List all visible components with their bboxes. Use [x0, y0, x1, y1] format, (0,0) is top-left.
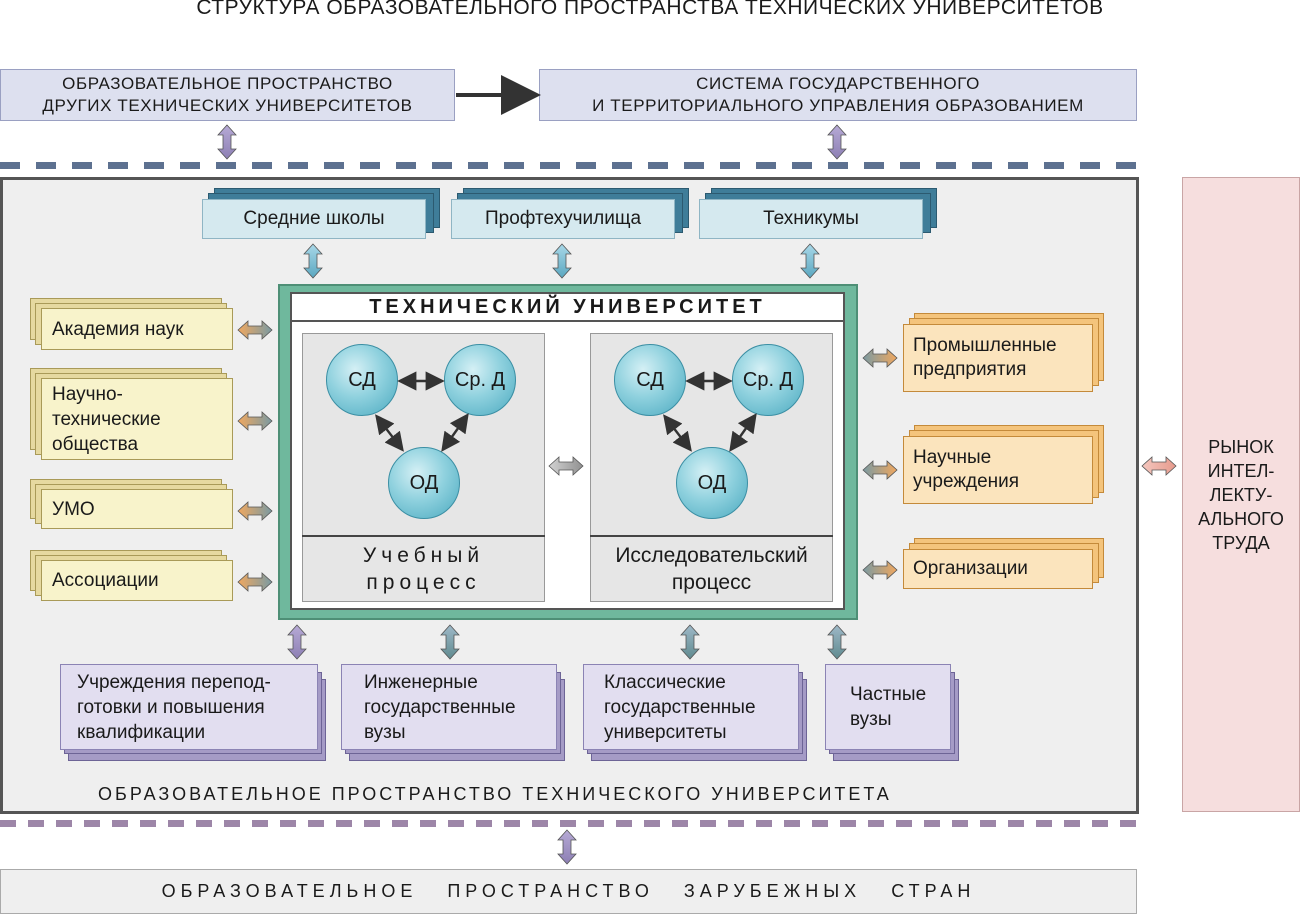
node-sd-research: СД — [614, 344, 686, 416]
box-line: ДРУГИХ ТЕХНИЧЕСКИХ УНИВЕРСИТЕТОВ — [42, 96, 413, 115]
box-line: учреждения — [913, 471, 1020, 492]
engineering-state-universities-box: Инженерные государственные вузы — [341, 664, 557, 750]
stack-technical-colleges: Техникумы — [699, 188, 939, 240]
stack-private-universities: Частные вузы — [825, 664, 963, 762]
box-line: государственные — [604, 696, 756, 718]
box-line: общества — [52, 433, 139, 455]
research-process-label: Исследовательский процесс — [590, 538, 833, 600]
stack-engineering-state-universities: Инженерные государственные вузы — [341, 664, 571, 762]
stack-scientific-societies: Научно- технические общества — [30, 368, 235, 463]
box-line: Промышленные — [913, 335, 1057, 356]
technical-university-title: ТЕХНИЧЕСКИЙ УНИВЕРСИТЕТ — [292, 294, 843, 322]
box-line: Частные — [850, 684, 927, 705]
stack-secondary-schools: Средние школы — [202, 188, 442, 240]
top-dashed-divider — [0, 162, 1145, 169]
diagram-title: СТРУКТУРА ОБРАЗОВАТЕЛЬНОГО ПРОСТРАНСТВА … — [196, 0, 1104, 19]
market-line: ИНТЕЛ- — [1207, 460, 1275, 481]
label-line: Исследовательский — [615, 544, 808, 567]
box-line: Научные — [913, 447, 992, 468]
box-line: готовки и повышения — [77, 696, 265, 718]
box-line: Организации — [913, 558, 1028, 579]
box-line: СИСТЕМА ГОСУДАРСТВЕННОГО — [696, 74, 980, 93]
box-line: Инженерные — [364, 671, 478, 693]
industrial-enterprises-box: Промышленные предприятия — [903, 324, 1093, 392]
box-line: технические — [52, 408, 161, 430]
box-line: Академия наук — [52, 318, 184, 340]
node-od-research: ОД — [676, 447, 748, 519]
box-line: вузы — [364, 721, 406, 743]
government-management-box: СИСТЕМА ГОСУДАРСТВЕННОГО И ТЕРРИТОРИАЛЬН… — [539, 69, 1137, 121]
vocational-schools-box: Профтехучилища — [451, 199, 675, 239]
box-line: Классические — [604, 671, 726, 693]
label-line: процесс — [366, 571, 481, 594]
market-line: ЛЕКТУ- — [1209, 484, 1273, 505]
technical-colleges-box: Техникумы — [699, 199, 923, 239]
market-line: РЫНОК — [1208, 436, 1274, 457]
space-caption: ОБРАЗОВАТЕЛЬНОЕ ПРОСТРАНСТВО ТЕХНИЧЕСКОГ… — [98, 784, 892, 804]
box-line: Учреждения перепод- — [77, 671, 271, 693]
retraining-institutions-box: Учреждения перепод- готовки и повышения … — [60, 664, 318, 750]
bottom-dashed-divider — [0, 820, 1145, 827]
stack-umo: УМО — [30, 479, 235, 532]
box-line: ОБРАЗОВАТЕЛЬНОЕ ПРОСТРАНСТВО — [62, 74, 393, 93]
other-universities-space-box: ОБРАЗОВАТЕЛЬНОЕ ПРОСТРАНСТВО ДРУГИХ ТЕХН… — [0, 69, 455, 121]
box-line: Ассоциации — [52, 570, 159, 591]
box-line: Научно- — [52, 383, 123, 405]
umo-box: УМО — [41, 489, 233, 529]
box-line: вузы — [850, 709, 892, 730]
secondary-schools-box: Средние школы — [202, 199, 426, 239]
foreign-countries-space: ОБРАЗОВАТЕЛЬНОЕ ПРОСТРАНСТВО ЗАРУБЕЖНЫХ … — [0, 869, 1137, 914]
stack-classical-state-universities: Классические государственные университет… — [583, 664, 813, 762]
stack-academy-of-sciences: Академия наук — [30, 298, 235, 353]
box-line: И ТЕРРИТОРИАЛЬНОГО УПРАВЛЕНИЯ ОБРАЗОВАНИ… — [592, 96, 1084, 115]
box-line: государственные — [364, 696, 516, 718]
stack-organizations: Организации — [903, 538, 1106, 591]
node-srd-research: Ср. Д — [732, 344, 804, 416]
learning-process-label: Учебный процесс — [302, 538, 545, 600]
box-line: предприятия — [913, 359, 1027, 380]
scientific-institutions-box: Научные учреждения — [903, 436, 1093, 504]
box-line: УМО — [52, 498, 95, 520]
box-line: квалификации — [77, 721, 206, 743]
organizations-box: Организации — [903, 549, 1093, 589]
stack-retraining-institutions: Учреждения перепод- готовки и повышения … — [60, 664, 330, 762]
node-od-learning: ОД — [388, 447, 460, 519]
node-srd-learning: Ср. Д — [444, 344, 516, 416]
stack-industrial-enterprises: Промышленные предприятия — [903, 313, 1106, 394]
intellectual-labour-market: РЫНОК ИНТЕЛ- ЛЕКТУ- АЛЬНОГО ТРУДА — [1182, 177, 1300, 812]
node-sd-learning: СД — [326, 344, 398, 416]
research-divider — [590, 535, 833, 537]
market-line: АЛЬНОГО — [1198, 508, 1284, 529]
academy-of-sciences-box: Академия наук — [41, 308, 233, 350]
stack-scientific-institutions: Научные учреждения — [903, 425, 1106, 506]
associations-box: Ассоциации — [41, 560, 233, 601]
stack-vocational-schools: Профтехучилища — [451, 188, 691, 240]
market-line: ТРУДА — [1212, 532, 1270, 553]
box-line: университеты — [604, 721, 727, 743]
stack-associations: Ассоциации — [30, 550, 235, 604]
private-universities-box: Частные вузы — [825, 664, 951, 750]
label-line: процесс — [671, 571, 752, 594]
label-line: Учебный — [362, 544, 485, 567]
learning-divider — [302, 535, 545, 537]
scientific-societies-box: Научно- технические общества — [41, 378, 233, 460]
classical-state-universities-box: Классические государственные университет… — [583, 664, 799, 750]
